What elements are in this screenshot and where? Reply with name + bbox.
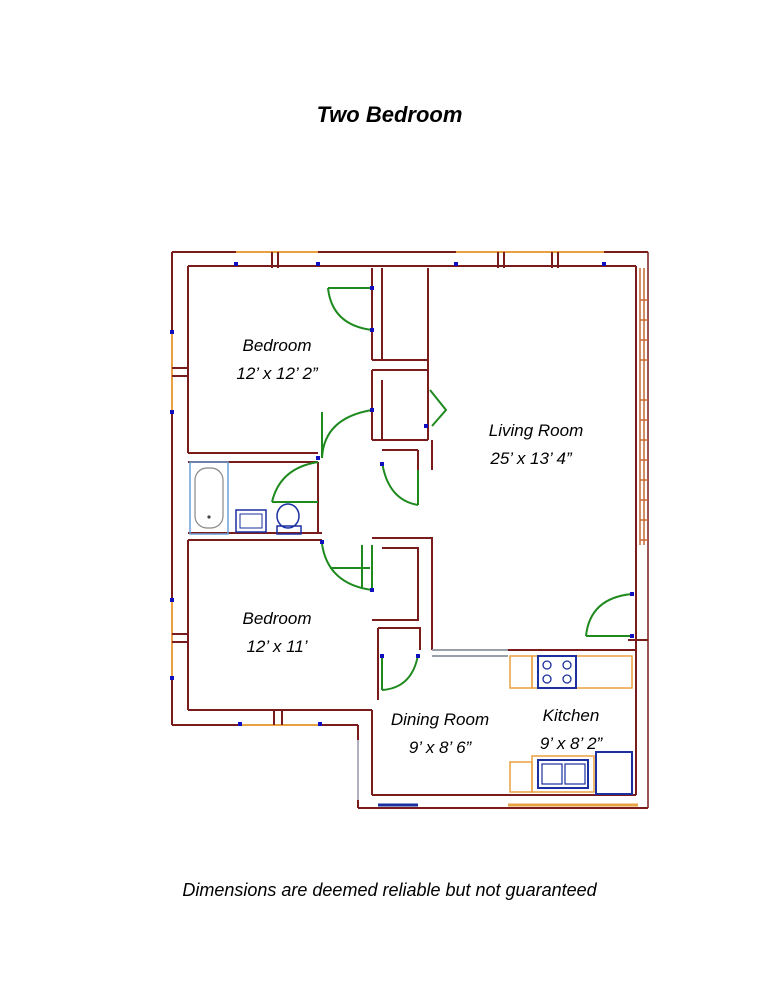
door-closet4 [330, 545, 370, 588]
room-name: Living Room [488, 421, 584, 440]
bathtub [189, 461, 229, 535]
kitchen-sink [537, 759, 589, 789]
room-size: 12’ x 12’ 2” [236, 364, 318, 383]
room-size: 9’ x 8’ 2” [539, 734, 603, 753]
door-bath [271, 461, 319, 503]
window-mullions [172, 252, 559, 725]
room-name: Bedroom [242, 336, 312, 355]
room-dining: Dining Room 9’ x 8’ 6” [380, 710, 500, 758]
room-name: Dining Room [390, 710, 490, 729]
room-size: 9’ x 8’ 6” [408, 738, 472, 757]
door-bedroom2 [321, 543, 373, 591]
door-bedroom1 [321, 409, 373, 459]
door-closet3 [381, 461, 419, 506]
doors [271, 287, 634, 691]
wall-living-right-low [628, 639, 648, 795]
door-closet2 [429, 389, 448, 427]
room-living: Living Room 25’ x 13’ 4” [466, 421, 606, 469]
door-living [585, 593, 634, 637]
right-wall-detail [639, 268, 648, 545]
door-closet5 [381, 654, 419, 691]
wall-corridor-right [427, 268, 433, 470]
hinges [170, 262, 634, 726]
stove [537, 655, 577, 689]
kitchen-counters [509, 655, 633, 793]
bath-sink [235, 509, 267, 533]
room-kitchen: Kitchen 9’ x 8’ 2” [518, 706, 624, 754]
room-bedroom-1: Bedroom 12’ x 12’ 2” [218, 336, 336, 384]
room-name: Bedroom [242, 609, 312, 628]
door-closet1 [327, 287, 373, 331]
room-bedroom-2: Bedroom 12’ x 11’ [218, 609, 336, 657]
room-size: 25’ x 13’ 4” [490, 449, 572, 468]
page-title: Two Bedroom [316, 102, 463, 127]
wall-closet5 [377, 627, 421, 700]
refrigerator [595, 751, 633, 795]
wall-closet4 [372, 537, 433, 650]
wall-closet3 [372, 439, 428, 470]
toilet [276, 503, 302, 535]
wall-closet2 [371, 369, 428, 440]
wall-closet1 [371, 268, 428, 361]
disclaimer-text: Dimensions are deemed reliable but not g… [182, 880, 597, 900]
room-size: 12’ x 11’ [246, 637, 308, 656]
room-name: Kitchen [542, 706, 600, 725]
